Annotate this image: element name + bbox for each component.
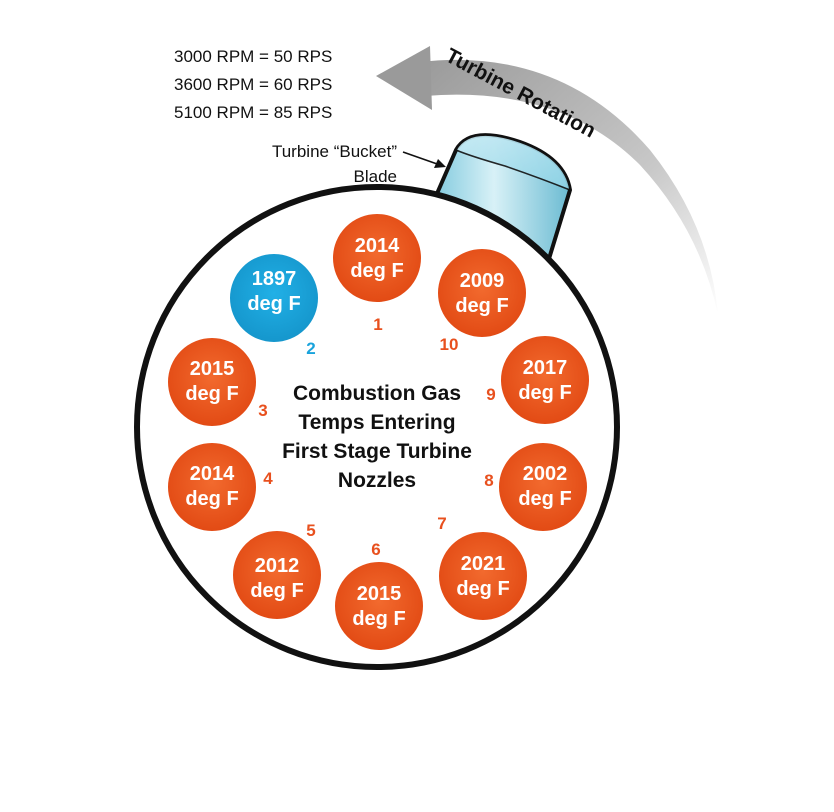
bucket-blade <box>430 133 572 264</box>
nozzle-temp: 2015 <box>190 358 235 380</box>
nozzle-unit: deg F <box>518 382 571 404</box>
bucket-label-line2: Blade <box>354 167 397 186</box>
nozzle-number: 2 <box>306 339 315 358</box>
rpm-legend: 3000 RPM = 50 RPS 3600 RPM = 60 RPS 5100… <box>174 47 332 122</box>
nozzle-number: 9 <box>486 385 495 404</box>
rpm-line-3: 5100 RPM = 85 RPS <box>174 103 332 122</box>
nozzle-unit: deg F <box>455 295 508 317</box>
nozzle-3: 2015 deg F 3 <box>166 336 268 428</box>
nozzle-number: 6 <box>371 540 380 559</box>
bucket-label: Turbine “Bucket” Blade <box>272 142 397 186</box>
rpm-line-2: 3600 RPM = 60 RPS <box>174 75 332 94</box>
nozzle-number: 3 <box>258 401 267 420</box>
nozzle-unit: deg F <box>185 488 238 510</box>
rpm-line-1: 3000 RPM = 50 RPS <box>174 47 332 66</box>
nozzle-unit: deg F <box>352 608 405 630</box>
center-title-line4: Nozzles <box>338 469 416 492</box>
bucket-label-line1: Turbine “Bucket” <box>272 142 397 161</box>
nozzle-circle <box>499 334 591 426</box>
nozzle-circle <box>437 530 529 622</box>
nozzle-ring: 2014 deg F 1 1897 deg F 2 2015 deg F 3 2… <box>166 212 591 652</box>
nozzle-unit: deg F <box>350 260 403 282</box>
nozzle-unit: deg F <box>518 488 571 510</box>
nozzle-temp: 2014 <box>355 235 400 257</box>
center-title-line2: Temps Entering <box>298 411 455 434</box>
nozzle-number: 7 <box>437 514 446 533</box>
nozzle-2: 1897 deg F 2 <box>228 252 320 358</box>
nozzle-circle <box>228 252 320 344</box>
nozzle-temp: 2012 <box>255 555 300 577</box>
nozzle-7: 2021 deg F 7 <box>437 514 529 622</box>
nozzle-number: 4 <box>263 469 273 488</box>
nozzle-temp: 2015 <box>357 583 402 605</box>
nozzle-4: 2014 deg F 4 <box>166 441 273 533</box>
nozzle-unit: deg F <box>247 293 300 315</box>
nozzle-number: 1 <box>373 315 382 334</box>
nozzle-number: 10 <box>440 335 459 354</box>
nozzle-circle <box>497 441 589 533</box>
rotation-arrow-icon <box>376 46 718 315</box>
nozzle-circle <box>166 441 258 533</box>
center-title-line1: Combustion Gas <box>293 382 461 405</box>
nozzle-6: 2015 deg F 6 <box>333 540 425 652</box>
nozzle-temp: 2014 <box>190 463 235 485</box>
nozzle-number: 5 <box>306 521 315 540</box>
nozzle-circle <box>436 247 528 339</box>
nozzle-unit: deg F <box>250 580 303 602</box>
nozzle-9: 2017 deg F 9 <box>486 334 591 426</box>
nozzle-8: 2002 deg F 8 <box>484 441 589 533</box>
nozzle-1: 2014 deg F 1 <box>331 212 423 334</box>
nozzle-number: 8 <box>484 471 493 490</box>
nozzle-temp: 2021 <box>461 553 506 575</box>
nozzle-5: 2012 deg F 5 <box>231 521 323 621</box>
bucket-pointer-arrow-icon <box>402 151 446 168</box>
nozzle-unit: deg F <box>185 383 238 405</box>
nozzle-circle <box>166 336 258 428</box>
nozzle-temp: 2017 <box>523 357 568 379</box>
nozzle-unit: deg F <box>456 578 509 600</box>
nozzle-temp: 2009 <box>460 270 505 292</box>
center-title-line3: First Stage Turbine <box>282 440 472 463</box>
nozzle-10: 2009 deg F 10 <box>436 247 528 354</box>
nozzle-temp: 2002 <box>523 463 568 485</box>
nozzle-circle <box>231 529 323 621</box>
nozzle-temp: 1897 <box>252 268 297 290</box>
nozzle-circle <box>333 560 425 652</box>
nozzle-circle <box>331 212 423 304</box>
center-title: Combustion Gas Temps Entering First Stag… <box>282 382 472 492</box>
